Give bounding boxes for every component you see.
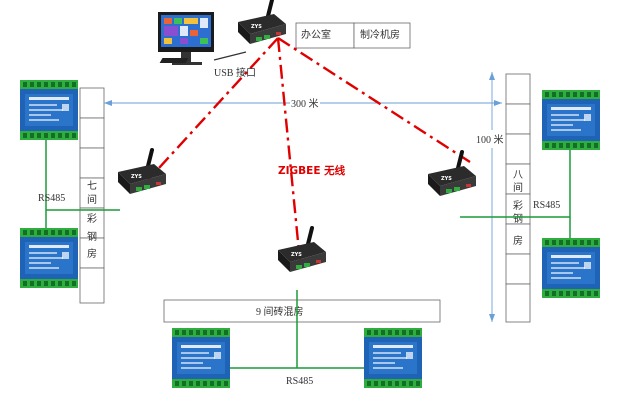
right-building-char-1: 八 bbox=[513, 170, 523, 181]
wireless-links bbox=[147, 36, 471, 263]
router-left-icon bbox=[116, 148, 168, 196]
rs485-wiring bbox=[45, 138, 571, 369]
io-module-left-top-icon bbox=[20, 80, 78, 140]
io-module-right-bottom-icon bbox=[542, 238, 600, 298]
left-building-char-5: 房 bbox=[87, 247, 97, 260]
wireless-label: ZIGBEE 无线 bbox=[278, 164, 346, 177]
left-building bbox=[79, 87, 105, 304]
brick-house-box bbox=[163, 299, 441, 323]
rs485-left-label: RS485 bbox=[38, 193, 65, 204]
left-building-char-2: 间 bbox=[87, 193, 97, 206]
usb-port-label: USB 接口 bbox=[214, 66, 256, 79]
distance-vertical-label: 100 米 bbox=[476, 133, 504, 146]
brick-house-label: 9 间砖混房 bbox=[256, 305, 304, 318]
left-building-char-4: 钢 bbox=[87, 230, 97, 243]
refrigeration-room-label: 制冷机房 bbox=[360, 28, 400, 41]
office-label: 办公室 bbox=[301, 28, 331, 41]
horizontal-dimension bbox=[104, 100, 502, 106]
rs485-bottom-label: RS485 bbox=[286, 376, 313, 387]
io-module-bottom-left-icon bbox=[172, 328, 230, 388]
office-box bbox=[295, 22, 355, 49]
refrigeration-room-box bbox=[353, 22, 411, 49]
right-building-char-5: 房 bbox=[513, 234, 523, 247]
left-building-char-3: 彩 bbox=[87, 213, 97, 225]
left-building-char-1: 七 bbox=[87, 180, 97, 192]
distance-horizontal-label: 300 米 bbox=[291, 97, 319, 110]
io-module-bottom-right-icon bbox=[364, 328, 422, 388]
right-building-char-3: 彩 bbox=[513, 200, 523, 212]
right-building-char-4: 钢 bbox=[513, 212, 523, 225]
vertical-dimension bbox=[489, 72, 495, 322]
right-building-char-2: 间 bbox=[513, 181, 523, 194]
rs485-right-label: RS485 bbox=[533, 200, 560, 211]
router-center-icon bbox=[276, 226, 328, 274]
right-building bbox=[505, 73, 531, 323]
usb-cable bbox=[213, 51, 247, 61]
io-module-left-bottom-icon bbox=[20, 228, 78, 288]
io-module-right-top-icon bbox=[542, 90, 600, 150]
router-right-icon bbox=[426, 150, 478, 198]
desktop-computer-icon bbox=[158, 12, 214, 65]
